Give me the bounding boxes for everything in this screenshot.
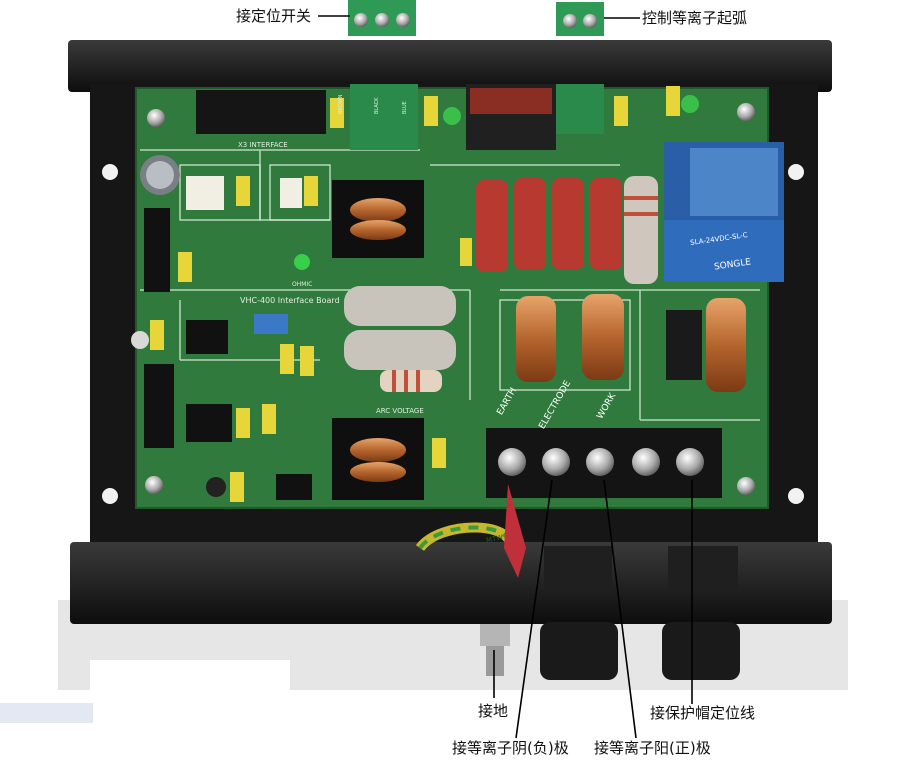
ohmic-text: OHMIC	[292, 281, 313, 288]
transformer-bottom	[332, 418, 424, 500]
label-ground: 接地	[478, 702, 509, 720]
arc-voltage-text: ARC VOLTAGE	[376, 407, 424, 415]
label-cap-wire: 接保护帽定位线	[650, 704, 756, 722]
transformer-top	[332, 180, 424, 258]
label-position-switch: 接定位开关	[236, 7, 312, 25]
red-capacitors	[476, 178, 622, 272]
top-left-connector	[348, 0, 416, 36]
relay	[664, 142, 784, 282]
terminal-block[interactable]	[486, 428, 722, 498]
leader-lines	[318, 15, 693, 739]
board-name-text: VHC-400 Interface Board	[240, 296, 340, 305]
label-positive: 接等离子阳(正)极	[594, 739, 711, 757]
wire-color-blue: BLUE	[402, 101, 408, 114]
inductors	[516, 294, 746, 392]
top-right-connector	[556, 2, 604, 36]
label-arc-start: 控制等离子起弧	[642, 9, 748, 27]
wire-color-black: BLACK	[374, 97, 380, 114]
cable-glands	[540, 546, 740, 680]
wire-color-brown: BROWN	[338, 94, 344, 114]
cable-print-text: MTW	[485, 533, 504, 545]
label-negative: 接等离子阴(负)极	[452, 739, 569, 757]
interface-text: X3 INTERFACE	[238, 141, 288, 149]
